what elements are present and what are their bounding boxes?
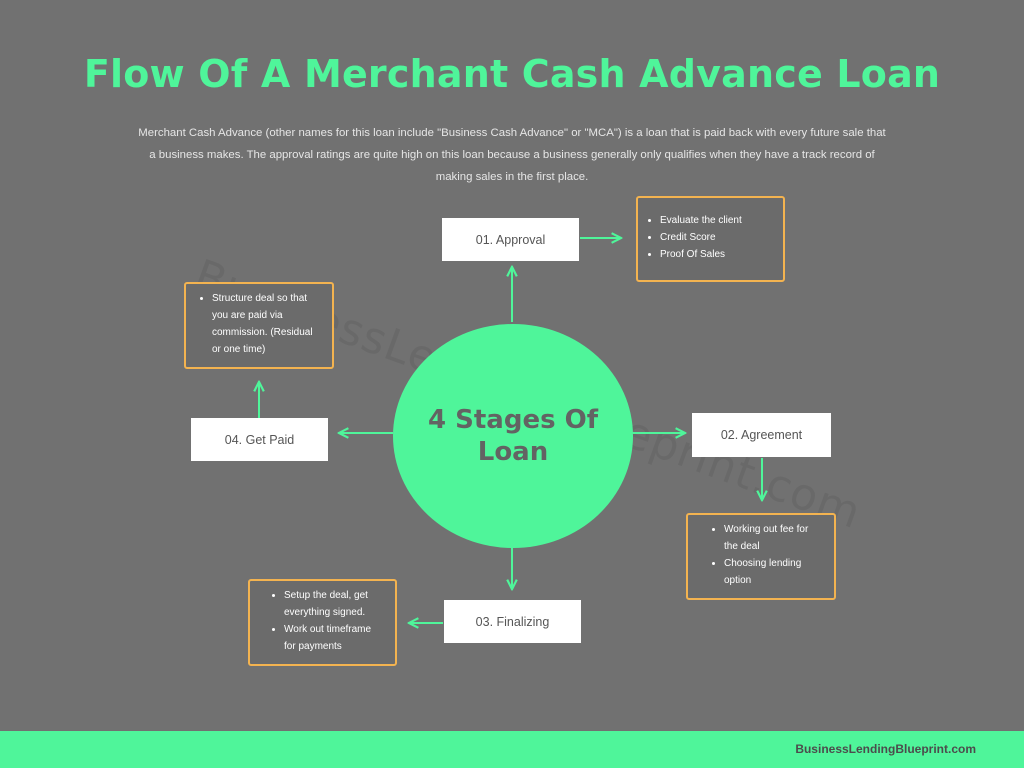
- list-item: Proof Of Sales: [660, 246, 783, 263]
- list-item: Work out timeframe for payments: [284, 621, 385, 655]
- list-item: Setup the deal, get everything signed.: [284, 587, 385, 621]
- list-item: Choosing lending option: [724, 555, 824, 589]
- list-item: Evaluate the client: [660, 212, 783, 229]
- center-label: 4 Stages Of Loan: [427, 405, 599, 467]
- notes-approval: Evaluate the client Credit Score Proof O…: [636, 196, 785, 282]
- stage-finalizing: 03. Finalizing: [444, 600, 581, 643]
- stage-get-paid-label: 04. Get Paid: [224, 432, 295, 447]
- stage-agreement: 02. Agreement: [692, 413, 831, 457]
- list-item: Credit Score: [660, 229, 783, 246]
- page-description: Merchant Cash Advance (other names for t…: [138, 127, 886, 183]
- stage-approval: 01. Approval: [442, 218, 579, 261]
- footer-bar: BusinessLendingBlueprint.com: [0, 731, 1024, 768]
- page-title: Flow Of A Merchant Cash Advance Loan: [83, 52, 941, 96]
- stage-finalizing-label: 03. Finalizing: [475, 614, 550, 629]
- footer-site-link[interactable]: BusinessLendingBlueprint.com: [795, 742, 976, 756]
- notes-agreement: Working out fee for the deal Choosing le…: [686, 513, 836, 600]
- notes-finalizing: Setup the deal, get everything signed. W…: [248, 579, 397, 666]
- stage-approval-label: 01. Approval: [475, 232, 546, 247]
- center-circle: 4 Stages Of Loan: [393, 324, 633, 548]
- notes-get-paid: Structure deal so that you are paid via …: [184, 282, 334, 369]
- list-item: Working out fee for the deal: [724, 521, 824, 555]
- stage-get-paid: 04. Get Paid: [191, 418, 328, 461]
- list-item: Structure deal so that you are paid via …: [212, 290, 320, 358]
- stage-agreement-label: 02. Agreement: [720, 428, 803, 442]
